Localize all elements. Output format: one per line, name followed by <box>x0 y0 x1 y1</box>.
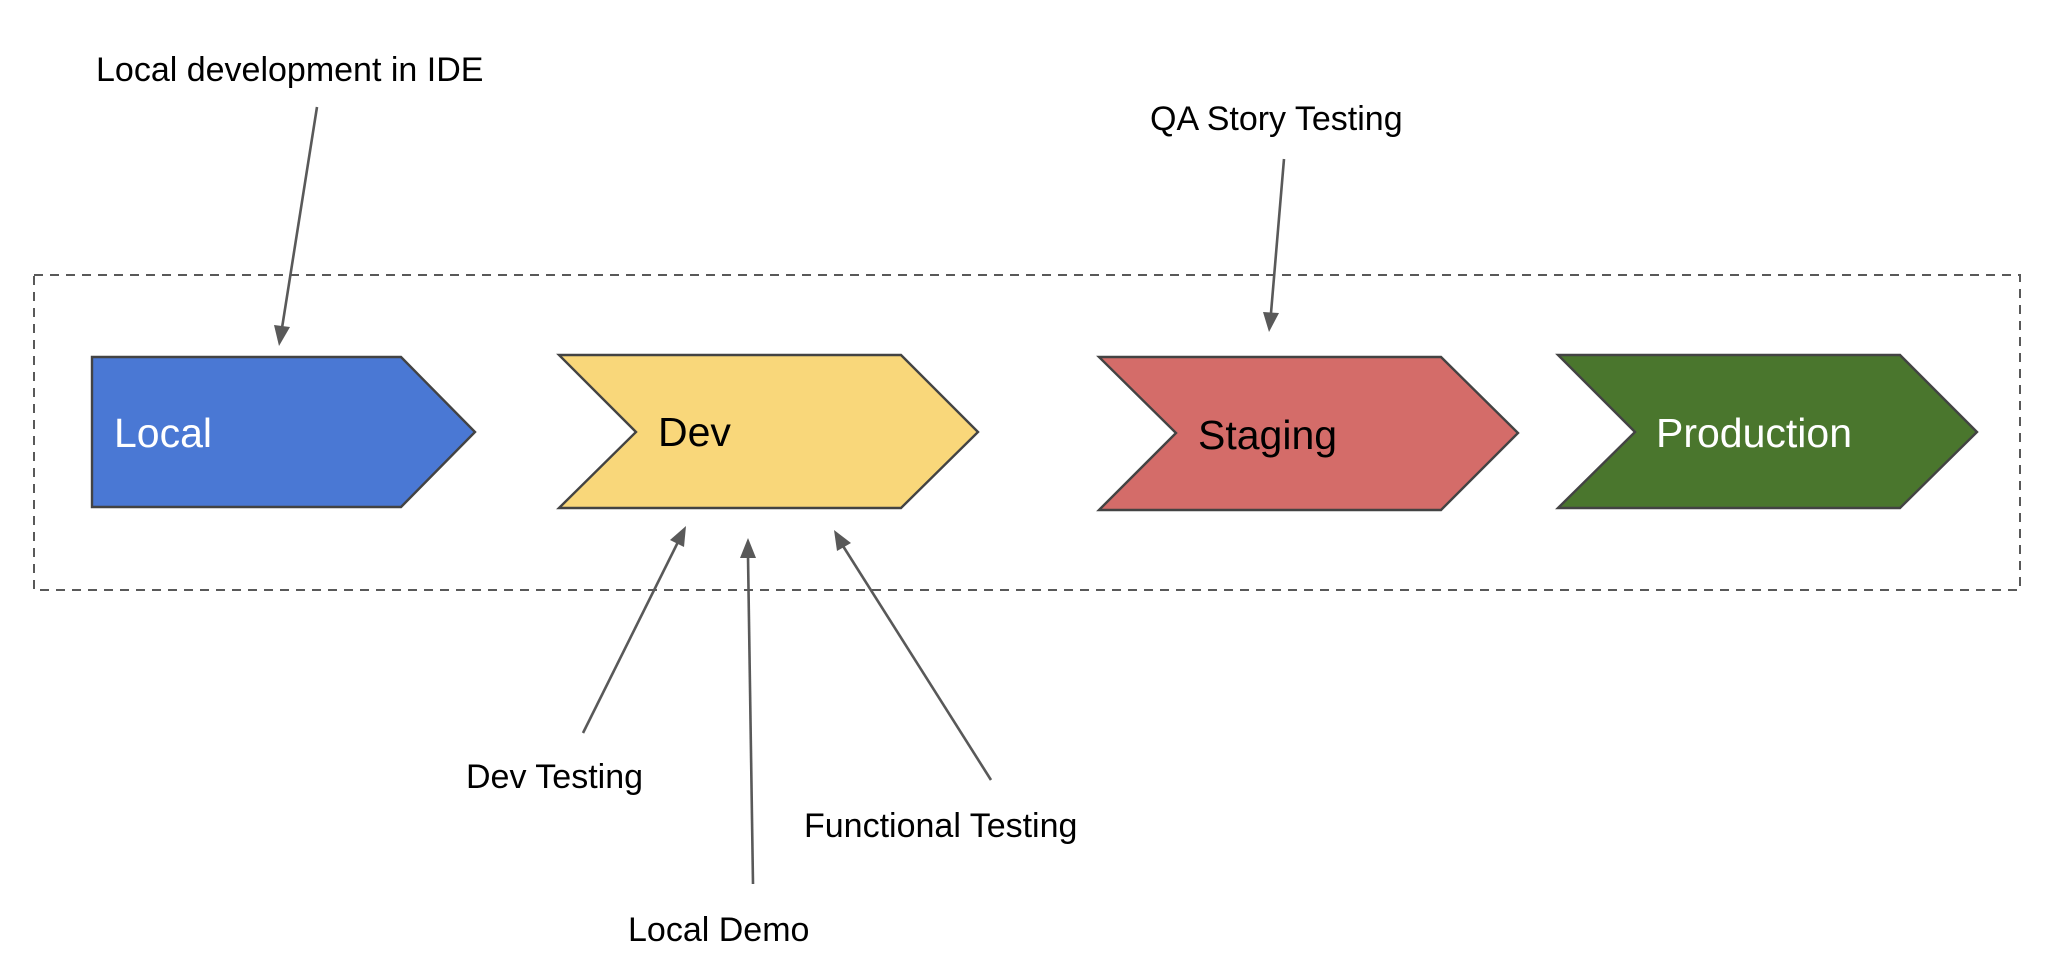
arrow-local-development <box>274 106 319 346</box>
arrow-functional-testing <box>834 530 993 781</box>
stage-production: Production <box>1555 353 1979 510</box>
stage-production-shape <box>1555 353 1979 510</box>
annotation-functional-testing: Functional Testing <box>804 807 1077 845</box>
annotation-local-demo: Local Demo <box>628 911 809 949</box>
stage-local-label: Local <box>114 410 212 456</box>
annotation-dev-testing: Dev Testing <box>466 758 643 796</box>
annotation-qa-story-testing: QA Story Testing <box>1150 100 1403 138</box>
arrow-qa-story-testing <box>1263 158 1286 332</box>
stage-local: Local <box>90 355 477 509</box>
stage-local-shape <box>90 355 477 509</box>
stage-dev-shape <box>556 353 980 510</box>
stage-staging-shape <box>1096 355 1520 512</box>
stage-staging: Staging <box>1096 355 1520 512</box>
stage-staging-label: Staging <box>1198 412 1337 458</box>
stage-dev: Dev <box>556 353 980 510</box>
stage-production-label: Production <box>1656 410 1852 456</box>
arrow-local-demo <box>740 538 756 885</box>
environment-boundary <box>33 274 2021 591</box>
arrow-dev-testing <box>581 526 686 734</box>
annotation-local-development: Local development in IDE <box>96 51 483 89</box>
stage-dev-label: Dev <box>658 409 731 455</box>
